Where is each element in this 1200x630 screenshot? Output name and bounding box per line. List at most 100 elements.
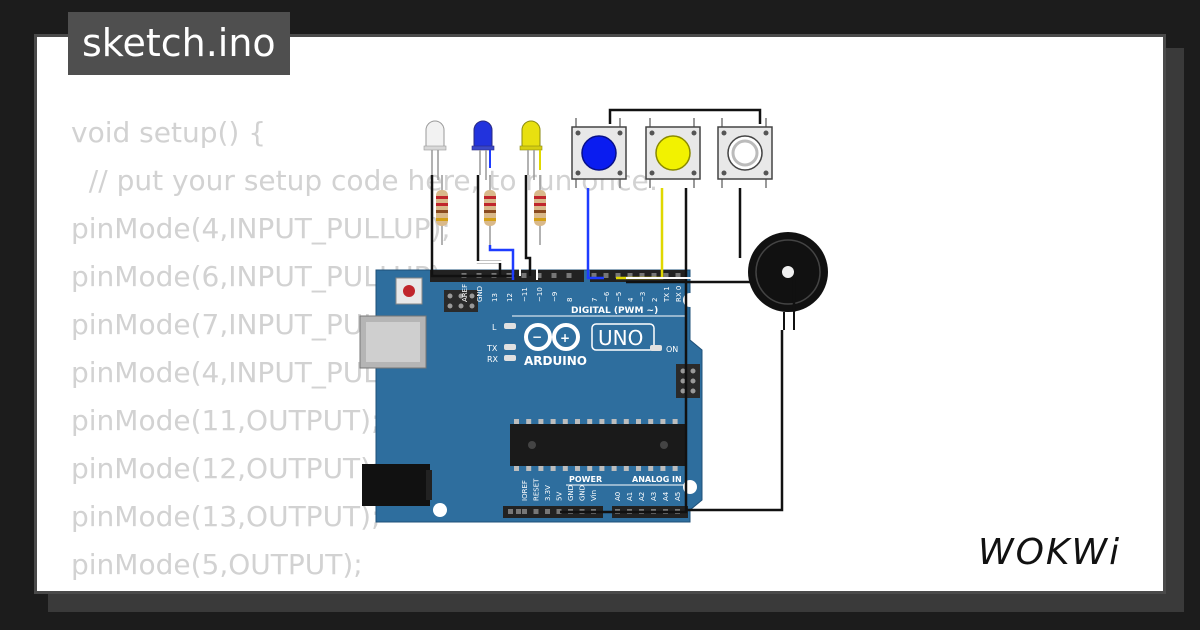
icsp-header-right (676, 364, 700, 398)
digital-label: DIGITAL (PWM ~) (571, 306, 658, 316)
chip-pin (587, 466, 593, 471)
header-pin[interactable] (566, 273, 572, 278)
resistor[interactable] (484, 175, 496, 245)
header-pin[interactable] (591, 273, 597, 278)
pin-label: 3.3V (544, 485, 552, 501)
chip-pin (611, 419, 617, 424)
chip-pin (636, 419, 641, 424)
chip-pin (648, 466, 654, 471)
analog-label: ANALOG IN (632, 475, 682, 484)
pin-label: 13 (491, 293, 499, 302)
pin-label: AREF (461, 284, 469, 302)
pin-label: ~10 (536, 287, 544, 302)
pin-label: ~9 (551, 292, 559, 302)
svg-text:+: + (560, 331, 570, 345)
uno-badge (591, 323, 655, 351)
chip-pin (550, 466, 556, 471)
pin-label: ~5 (615, 292, 623, 302)
svg-text:−: − (532, 330, 542, 344)
chip-pin (660, 466, 666, 471)
chip-pin (550, 419, 556, 424)
resistor[interactable] (436, 175, 448, 245)
header-pin[interactable] (675, 273, 681, 278)
header-pin[interactable] (556, 509, 562, 514)
l-led (504, 323, 516, 329)
pin-label: Vin (590, 490, 598, 501)
chip-pin (526, 466, 532, 471)
chip-pin (538, 419, 544, 424)
header-pin[interactable] (627, 273, 633, 278)
code-line: void setup() { (71, 116, 267, 149)
pin-label: A5 (674, 492, 682, 501)
chip-pin (575, 419, 580, 424)
arduino-wordmark: ARDUINO (524, 354, 587, 368)
chip-pin (526, 419, 532, 424)
led-yellow[interactable] (519, 120, 543, 180)
header-pin[interactable] (516, 509, 521, 514)
wires (430, 108, 796, 514)
pin-label: 8 (566, 298, 574, 302)
rx-led (504, 355, 516, 361)
pin-label: ~3 (639, 292, 647, 302)
chip-pin (660, 419, 666, 424)
chip-pin (514, 419, 519, 424)
pin-label: A1 (626, 492, 634, 501)
chip-pin (599, 466, 605, 471)
pin-label: ~11 (521, 287, 529, 302)
header-pin[interactable] (522, 509, 527, 514)
header-pin[interactable] (533, 509, 539, 514)
power-jack (362, 464, 430, 506)
pin-label: A0 (614, 492, 622, 501)
led-white[interactable] (423, 120, 447, 180)
header-pin[interactable] (545, 509, 550, 514)
pin-label: IOREF (521, 480, 529, 501)
resistor[interactable] (534, 175, 546, 245)
pin-label: A2 (638, 492, 646, 501)
header-pin[interactable] (536, 273, 542, 278)
chip-pin (623, 466, 629, 471)
l-led-label: L (492, 323, 497, 332)
mount-hole (433, 503, 447, 517)
power-led (650, 345, 662, 351)
chip-pin (672, 419, 678, 424)
pushbutton-white[interactable] (717, 118, 773, 188)
pin-label: A3 (650, 492, 658, 501)
chip-pin (587, 419, 593, 424)
tx-led-label: TX (486, 344, 498, 353)
piezo-buzzer[interactable] (748, 232, 828, 330)
chip-pin (599, 419, 605, 424)
reset-button[interactable] (403, 285, 415, 297)
pushbutton-blue[interactable] (571, 118, 627, 188)
pin-label: 4 (627, 297, 635, 302)
power-label: POWER (569, 475, 602, 484)
wokwi-logo: WOKWi (978, 532, 1119, 573)
pin-label: GND (579, 485, 587, 501)
rx-led-label: RX (487, 355, 499, 364)
pin-label: RX 0 (675, 286, 683, 302)
pin-label: ~6 (603, 291, 611, 302)
chip-pin (672, 466, 678, 471)
header-pin[interactable] (639, 273, 645, 278)
pin-label: 12 (506, 293, 514, 302)
code-line: pinMode(11,OUTPUT); (71, 404, 381, 437)
header-pin[interactable] (663, 273, 669, 278)
header-pin[interactable] (615, 273, 621, 278)
code-line: pinMode(5,OUTPUT); (71, 548, 363, 581)
power-header (503, 506, 603, 518)
header-pin[interactable] (651, 273, 657, 278)
header-pin[interactable] (521, 273, 527, 278)
header-pin[interactable] (508, 509, 513, 514)
pushbutton-yellow[interactable] (645, 118, 701, 188)
header-pin[interactable] (551, 273, 557, 278)
header-pin[interactable] (603, 273, 609, 278)
chip-pin (514, 466, 519, 471)
chip-pin (636, 466, 641, 471)
chip-pin (611, 466, 617, 471)
code-line: pinMode(13,OUTPUT); (71, 500, 381, 533)
code-line: pinMode(4,INPUT_PULLUP); (71, 212, 451, 245)
pin-label: A4 (662, 491, 670, 501)
tx-led (504, 344, 516, 350)
led-blue[interactable] (471, 120, 495, 180)
